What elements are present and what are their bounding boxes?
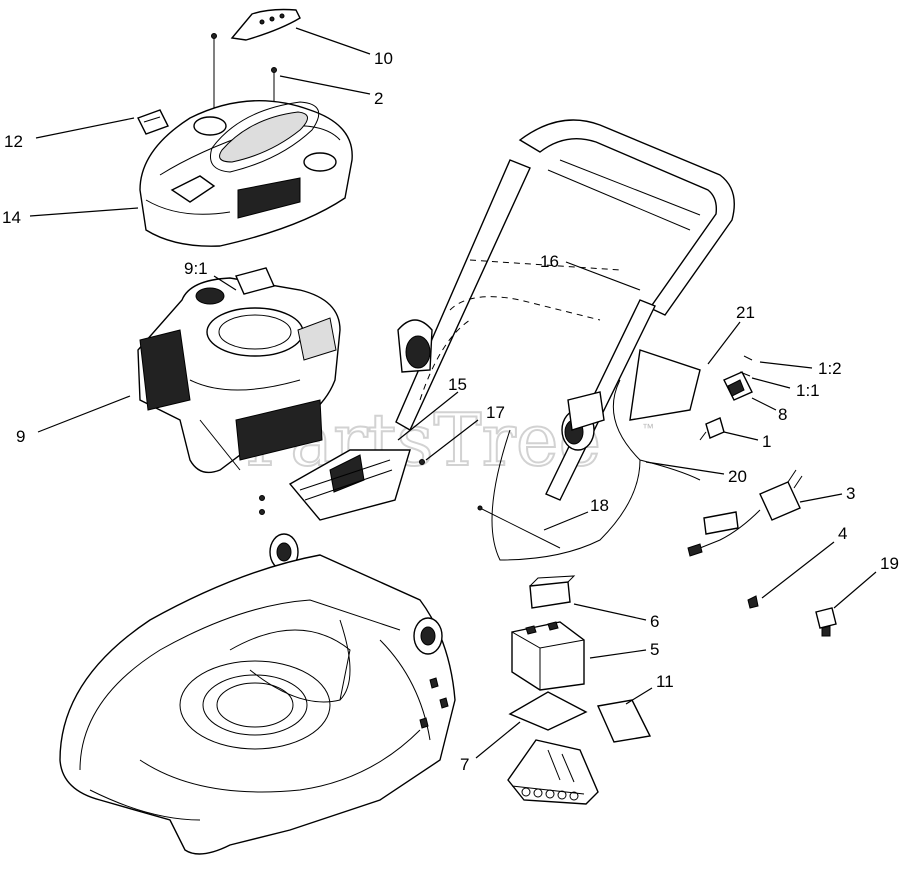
callout-1-1: 1:1 — [796, 381, 820, 400]
callout-1-2: 1:2 — [818, 359, 842, 378]
callout-15: 15 — [448, 375, 467, 394]
callout-3: 3 — [846, 484, 855, 503]
part-decal-top — [230, 8, 301, 41]
part-control-panel — [491, 349, 701, 561]
callout-19: 19 — [880, 554, 899, 573]
part-mower-deck — [59, 554, 456, 855]
callout-20: 20 — [728, 467, 747, 486]
part-pad — [529, 575, 576, 609]
part-charger — [687, 469, 803, 557]
callout-17: 17 — [486, 403, 505, 422]
callout-11: 11 — [656, 672, 674, 691]
part-label-sheet — [596, 699, 652, 743]
callout-1: 1 — [762, 432, 771, 451]
part-battery-tray — [507, 739, 599, 805]
callout-21: 21 — [736, 303, 755, 322]
callout-9-1: 9:1 — [184, 259, 208, 278]
callout-2: 2 — [374, 89, 383, 108]
part-knob — [815, 607, 837, 637]
callout-9: 9 — [16, 427, 25, 446]
part-engine — [137, 267, 341, 474]
part-rod — [477, 505, 561, 549]
trademark-symbol: ™ — [642, 421, 654, 435]
part-fitting-small — [747, 595, 759, 609]
callout-5: 5 — [650, 640, 659, 659]
part-battery — [511, 621, 585, 691]
callout-14: 14 — [2, 208, 21, 227]
part-badge — [137, 109, 169, 135]
callout-6: 6 — [650, 612, 659, 631]
callout-12: 12 — [4, 132, 23, 151]
callout-8: 8 — [778, 405, 787, 424]
part-foam-sheet — [508, 691, 588, 731]
callout-10: 10 — [374, 49, 393, 68]
callout-18: 18 — [590, 496, 609, 515]
leader-lines — [29, 27, 877, 759]
callout-16: 16 — [540, 252, 559, 271]
callout-7: 7 — [460, 755, 469, 774]
part-handle — [395, 119, 735, 501]
callout-4: 4 — [838, 524, 847, 543]
part-engine-cover — [139, 99, 353, 247]
callout-labels: 10 2 12 14 9:1 16 21 1:2 1:1 8 15 17 9 1… — [2, 49, 899, 774]
part-chute-flap — [259, 449, 425, 521]
part-switch-assembly — [699, 355, 753, 441]
